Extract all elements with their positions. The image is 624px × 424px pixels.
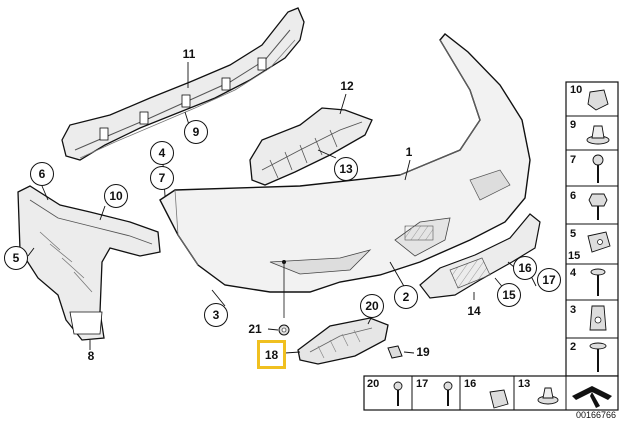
side-panel-number[interactable]: 15: [568, 250, 581, 262]
part-19-clip[interactable]: [387, 345, 403, 359]
spring-nut-icon-3: [589, 305, 607, 331]
bottom-panel-number[interactable]: 13: [518, 378, 531, 390]
callout-12[interactable]: 12: [340, 79, 354, 93]
bottom-panel-number[interactable]: 20: [367, 378, 380, 390]
callout-3[interactable]: 3: [204, 303, 228, 327]
symbol-icon: [572, 386, 612, 408]
part-12-bracket[interactable]: [249, 107, 373, 186]
callout-10[interactable]: 10: [104, 184, 128, 208]
callout-21[interactable]: 21: [248, 322, 262, 336]
part-21-nut[interactable]: [278, 324, 290, 336]
diagram-id: 00166766: [575, 410, 616, 420]
part-14-diffuser[interactable]: [419, 213, 541, 299]
callout-17[interactable]: 17: [537, 268, 561, 292]
side-panel-number[interactable]: 3: [570, 304, 577, 316]
callout-13[interactable]: 13: [334, 157, 358, 181]
nut-icon-13: [537, 387, 559, 405]
screw-icon-7: [592, 154, 604, 183]
screw-icon-20: [393, 381, 403, 406]
callout-2[interactable]: 2: [394, 285, 418, 309]
clip-nut-icon-5: [587, 231, 611, 253]
side-panel-number[interactable]: 2: [570, 341, 577, 353]
callout-5[interactable]: 5: [4, 246, 28, 270]
callout-8[interactable]: 8: [87, 349, 95, 363]
part-18-reflector[interactable]: [297, 317, 389, 365]
bolt-washer-icon-2: [589, 342, 607, 372]
callout-15[interactable]: 15: [497, 283, 521, 307]
callout-11[interactable]: 11: [182, 47, 196, 61]
callout-14[interactable]: 14: [467, 304, 481, 318]
callout-7[interactable]: 7: [150, 166, 174, 190]
side-panel-number[interactable]: 7: [570, 154, 577, 166]
bottom-panel-number[interactable]: 17: [416, 378, 429, 390]
callout-19[interactable]: 19: [416, 345, 430, 359]
clip-nut-icon-10: [587, 89, 609, 111]
side-panel-number[interactable]: 9: [570, 119, 577, 131]
callout-1[interactable]: 1: [405, 145, 413, 159]
callout-20[interactable]: 20: [360, 294, 384, 318]
part-6-side-bracket[interactable]: [17, 185, 161, 341]
callout-18-highlighted[interactable]: 18: [257, 340, 286, 369]
hex-bolt-icon-6: [588, 193, 608, 220]
part-11-absorber[interactable]: [61, 7, 305, 161]
bolt-icon-4: [590, 268, 606, 296]
expansion-nut-icon-9: [586, 125, 610, 145]
callout-9[interactable]: 9: [184, 120, 208, 144]
side-panel-number[interactable]: 6: [570, 190, 577, 202]
callout-6[interactable]: 6: [30, 162, 54, 186]
side-panel-number[interactable]: 5: [570, 228, 577, 240]
side-panel-number[interactable]: 10: [570, 84, 583, 96]
side-panel-number[interactable]: 4: [570, 267, 577, 279]
clip-nut-icon-16: [489, 389, 509, 409]
callout-16[interactable]: 16: [513, 256, 537, 280]
callout-4[interactable]: 4: [150, 141, 174, 165]
bottom-panel-number[interactable]: 16: [464, 378, 477, 390]
part-1-bumper-panel[interactable]: [159, 33, 531, 318]
screw-icon-17: [443, 381, 453, 406]
